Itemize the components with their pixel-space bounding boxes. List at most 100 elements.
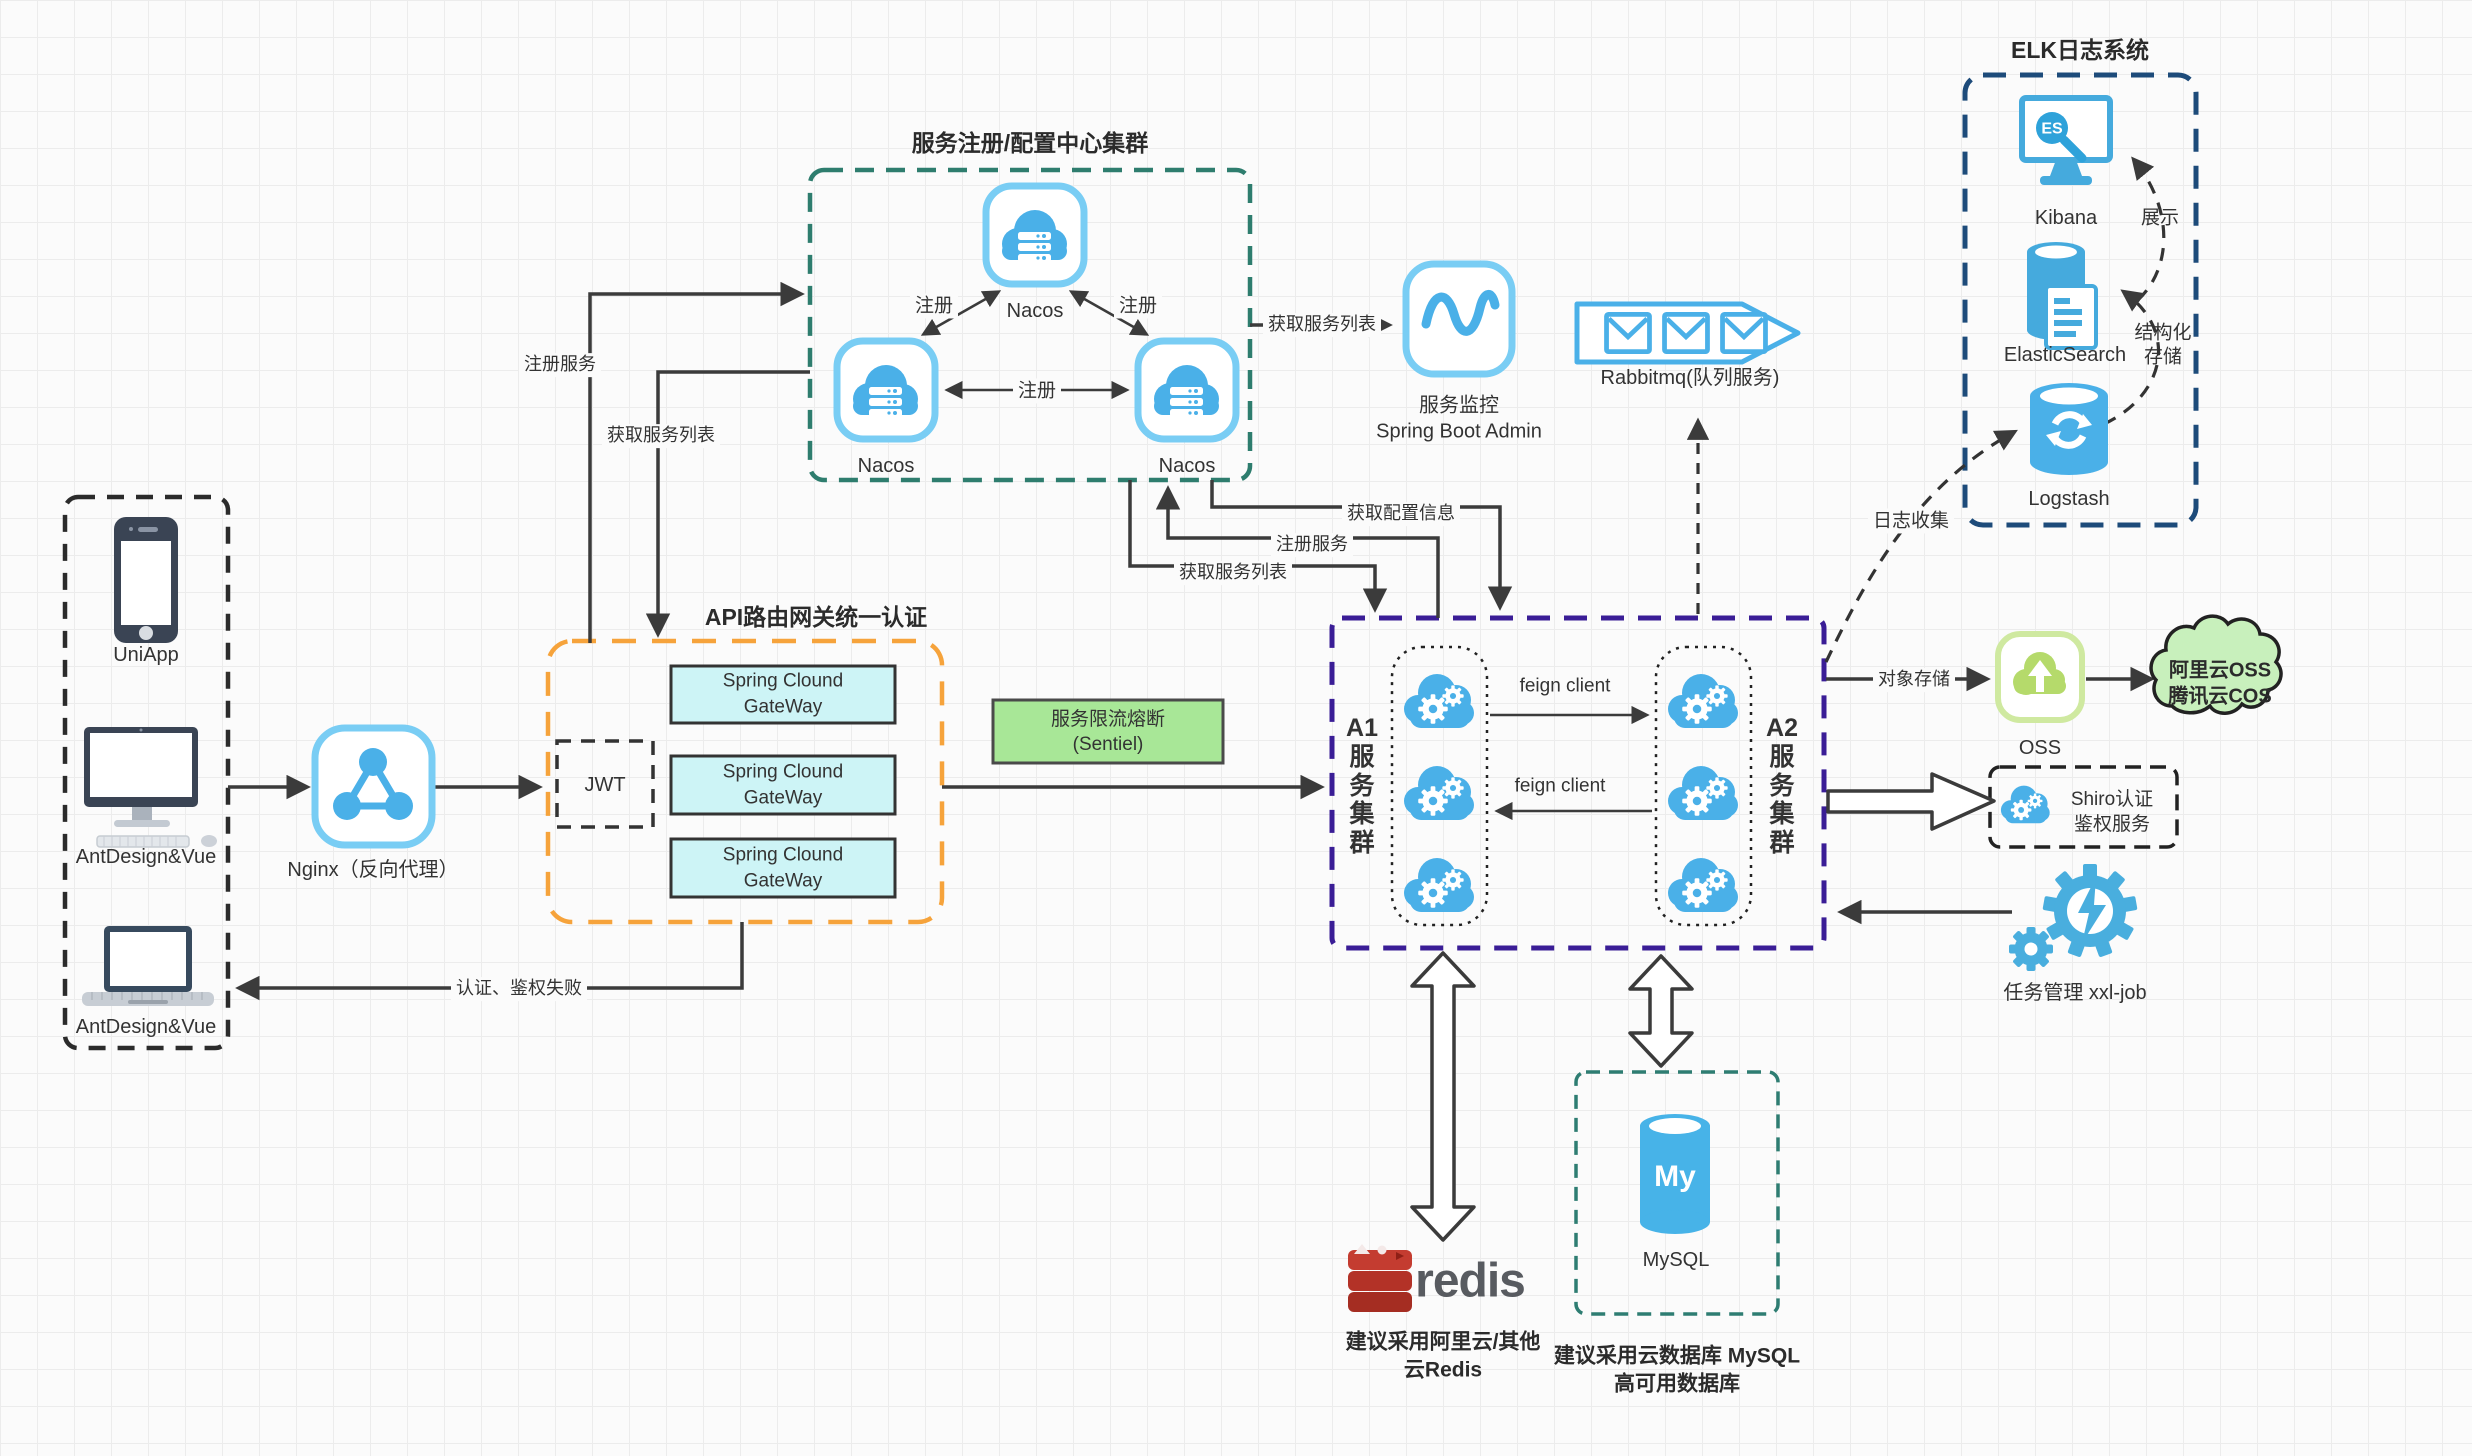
gateway-title: API路由网关统一认证 <box>704 603 928 630</box>
edge-label-get-service-list: 获取服务列表 <box>602 424 720 448</box>
nacos-icon-left <box>837 341 935 439</box>
dashed-connectors <box>1686 156 2166 663</box>
envelope-icon <box>1665 314 1708 351</box>
kibana-icon <box>2019 95 2113 185</box>
elasticsearch-label: ElasticSearch <box>2003 343 2127 366</box>
redis-icon <box>1348 1244 1412 1312</box>
edge-nacos-2 <box>1068 290 1150 336</box>
oss-icon <box>1995 631 2085 723</box>
mysql-box <box>1574 1070 1780 1316</box>
shiro-line2: 鉴权服务 <box>2073 814 2151 835</box>
edge-log-collect <box>1824 429 2018 663</box>
block-arrows <box>1410 772 1996 1242</box>
edge-cluster-redis <box>1410 951 1476 1242</box>
nacos-label-top: Nacos <box>1006 299 1064 322</box>
redis-note-line2: 云Redis <box>1403 1358 1483 1381</box>
edge-label-register-1: 注册 <box>909 293 959 319</box>
a2-line: 群 <box>1769 829 1795 858</box>
nacos-label-left: Nacos <box>857 454 915 477</box>
spring-boot-admin-icon <box>1402 260 1516 378</box>
edge-cluster-mysql <box>1628 954 1694 1068</box>
a2-dotted-box <box>1654 645 1753 927</box>
mysql-note-line2: 高可用数据库 <box>1614 1372 1740 1395</box>
a2-cluster-label: A2 服 务 集 群 <box>1766 714 1798 858</box>
shiro-icon <box>2001 786 2050 824</box>
gateway-node-1: Spring Clound GateWay <box>722 670 844 717</box>
es-badge: ES <box>2041 120 2063 138</box>
client-group-box <box>62 494 231 1051</box>
mysql-badge: My <box>1654 1160 1696 1194</box>
admin-line2: Spring Boot Admin <box>1376 421 1542 443</box>
edge-get-config <box>1210 480 1513 611</box>
edge-label-register-service-mid: 注册服务 <box>1271 533 1353 557</box>
edge-label-feign-top: feign client <box>1519 675 1611 697</box>
gateway-node-2: Spring Clound GateWay <box>722 761 844 808</box>
edge-label-get-service-list-mid: 获取服务列表 <box>1174 561 1292 585</box>
a1-cluster-icons <box>1404 674 1474 912</box>
redis-note: 建议采用阿里云/其他 云Redis <box>1346 1328 1541 1383</box>
spring-cloud-gateway-nodes <box>669 664 897 899</box>
envelope-icon <box>1607 314 1650 351</box>
edge-auth-fail <box>235 922 744 1001</box>
edge-label-get-service-list-admin: 获取服务列表 <box>1263 313 1381 337</box>
a2-line: A2 <box>1766 714 1798 743</box>
edge-logstash-es <box>2103 289 2161 426</box>
desktop-label: AntDesign&Vue <box>75 845 217 868</box>
edge-label-feign-bottom: feign client <box>1514 775 1606 797</box>
edge-es-kibana <box>2131 156 2166 302</box>
edge-label-register-3: 注册 <box>1012 378 1062 404</box>
envelope-icon <box>1723 314 1766 351</box>
a2-line: 务 <box>1769 771 1795 800</box>
mysql-note: 建议采用云数据库 MySQL 高可用数据库 <box>1554 1342 1800 1397</box>
laptop-label: AntDesign&Vue <box>75 1015 217 1038</box>
nacos-icon-top <box>986 186 1084 284</box>
edge-label-structured-2: 存储 <box>2143 346 2183 368</box>
cloud-line2: 腾讯云COS <box>2168 686 2272 708</box>
jwt-box <box>555 739 655 829</box>
nacos-icon-right <box>1138 341 1236 439</box>
oss-label: OSS <box>2018 736 2062 759</box>
a1-dotted-box <box>1390 645 1489 927</box>
nginx-icon <box>311 724 436 849</box>
a1-line: 集 <box>1349 800 1375 829</box>
edge-label-register-service: 注册服务 <box>519 353 601 377</box>
gateway-node-3: Spring Clound GateWay <box>722 844 844 891</box>
connectors <box>228 281 2155 1001</box>
elk-title: ELK日志系统 <box>2011 36 2149 63</box>
logstash-icon <box>2030 383 2108 475</box>
a2-line: 集 <box>1769 800 1795 829</box>
shiro-line1: Shiro认证 <box>2070 788 2154 810</box>
cloud-line1: 阿里云OSS <box>2168 659 2272 682</box>
sentinel-line1: 服务限流熔断 <box>1050 708 1166 730</box>
edge-label-log-collect: 日志收集 <box>1867 508 1955 534</box>
edge-label-display: 展示 <box>2140 207 2180 229</box>
shiro-box <box>1988 765 2179 849</box>
edge-label-structured-1: 结构化 <box>2134 322 2192 344</box>
edge-label-object-storage: 对象存储 <box>1873 668 1955 692</box>
mysql-icon <box>1640 1114 1710 1234</box>
mysql-label: MySQL <box>1642 1248 1710 1271</box>
phone-icon <box>114 517 178 643</box>
a1-line: 服 <box>1349 742 1375 771</box>
service-cluster-box <box>1329 615 1827 951</box>
nacos-label-right: Nacos <box>1158 454 1216 477</box>
sentinel-label: 服务限流熔断 (Sentiel) <box>1051 707 1165 757</box>
registry-title: 服务注册/配置中心集群 <box>911 129 1149 156</box>
a1-line: 群 <box>1349 829 1375 858</box>
a1-line: 务 <box>1349 771 1375 800</box>
edge-label-register-2: 注册 <box>1113 293 1163 319</box>
rabbitmq-icon <box>1574 301 1801 365</box>
edge-label-auth-fail: 认证、鉴权失败 <box>451 977 587 1001</box>
redis-logo: redis <box>1415 1254 1526 1308</box>
xxljob-label: 任务管理 xxl-job <box>2003 981 2147 1004</box>
edge-label-get-config: 获取配置信息 <box>1342 502 1460 526</box>
uniapp-label: UniApp <box>113 643 179 666</box>
edge-register-service <box>588 281 805 643</box>
shiro-label: Shiro认证 鉴权服务 <box>2071 787 2153 837</box>
elk-box <box>1962 72 2199 528</box>
sentinel-line2: (Sentiel) <box>1072 734 1144 755</box>
rabbitmq-label: Rabbitmq(队列服务) <box>1600 366 1780 389</box>
a2-line: 服 <box>1769 742 1795 771</box>
